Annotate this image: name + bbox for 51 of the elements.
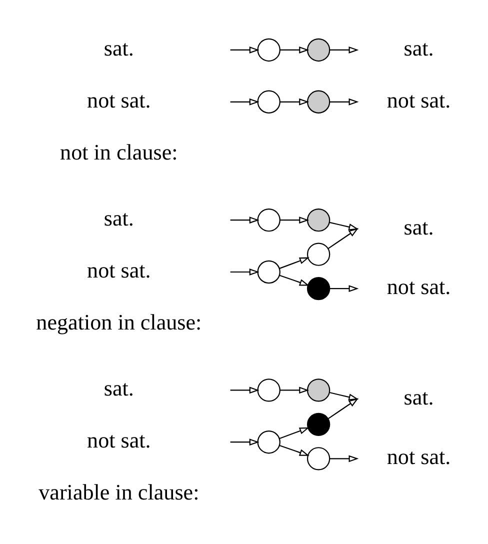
arrow xyxy=(279,444,310,456)
arrow xyxy=(230,386,260,394)
arrow xyxy=(330,98,359,106)
node-circle xyxy=(306,38,330,62)
arrow xyxy=(329,222,359,236)
node-circle xyxy=(257,90,280,114)
node-circle xyxy=(257,260,280,284)
arrow xyxy=(230,438,260,446)
arrow xyxy=(329,392,359,407)
node-circle xyxy=(257,38,280,62)
arrow xyxy=(230,216,260,224)
label: not sat. xyxy=(87,428,151,453)
arrow xyxy=(230,268,260,276)
arrow xyxy=(280,98,310,106)
arrow xyxy=(330,285,359,292)
node-circle xyxy=(306,242,330,266)
arrow xyxy=(230,46,260,54)
label: sat. xyxy=(104,376,134,401)
node-circle xyxy=(306,447,330,470)
label: sat. xyxy=(404,36,434,60)
label: sat. xyxy=(104,36,134,60)
node-circle xyxy=(306,412,330,436)
arrow xyxy=(330,46,359,54)
node-circle xyxy=(257,378,280,402)
label: not sat. xyxy=(87,258,151,283)
node-circle xyxy=(306,208,330,232)
label: not sat. xyxy=(386,87,451,112)
label: negation in clause: xyxy=(36,309,202,334)
arrow xyxy=(280,216,310,224)
label: sat. xyxy=(104,206,134,231)
arrow xyxy=(279,257,310,269)
label: not sat. xyxy=(386,444,451,470)
arrow xyxy=(279,427,310,440)
label: sat. xyxy=(404,384,434,410)
node-circle xyxy=(306,276,330,300)
arrow xyxy=(328,228,359,249)
label: not sat. xyxy=(386,274,451,300)
node-circle xyxy=(306,90,330,114)
node-circle xyxy=(257,208,280,232)
node-circle xyxy=(257,430,280,454)
node-circle xyxy=(306,378,330,402)
label: not sat. xyxy=(87,87,151,112)
label: not in clause: xyxy=(60,139,178,164)
arrow xyxy=(230,98,260,106)
arrow xyxy=(279,274,310,286)
arrow xyxy=(328,398,359,419)
label: variable in clause: xyxy=(38,480,200,505)
label: sat. xyxy=(404,214,434,240)
arrow xyxy=(280,386,310,394)
arrow xyxy=(280,46,310,54)
arrow xyxy=(330,455,359,462)
